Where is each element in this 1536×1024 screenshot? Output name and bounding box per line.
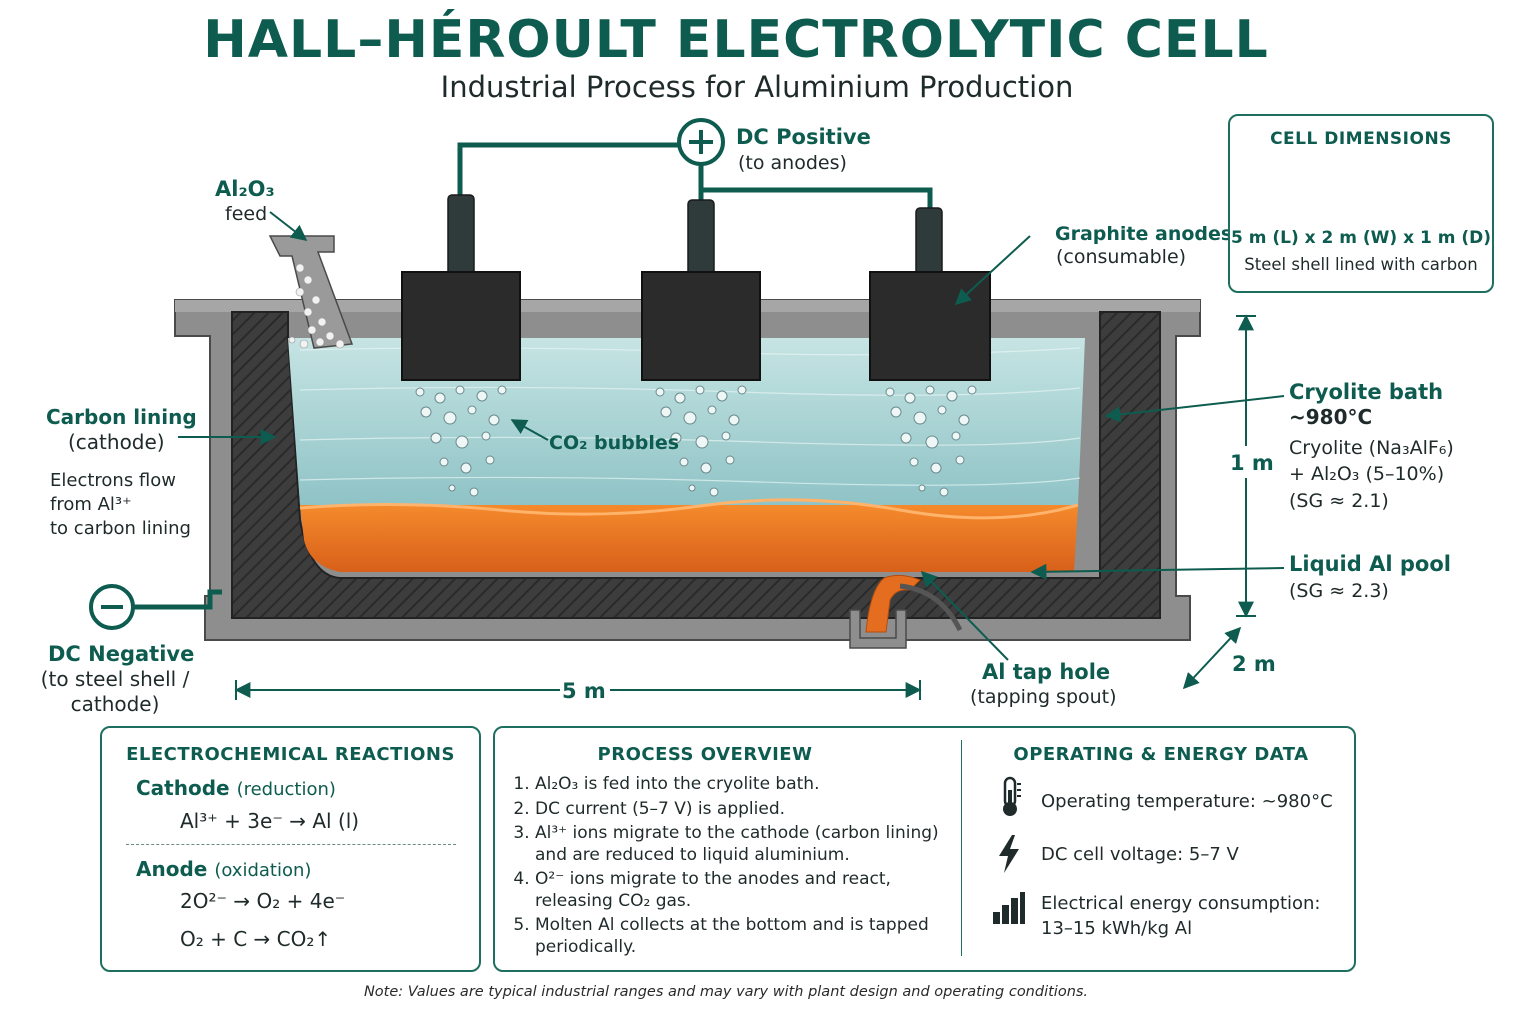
carbon-lining xyxy=(231,311,1161,619)
anode-heading: Anode (oxidation) xyxy=(136,857,311,881)
graphite-anodes-label: Graphite anodes xyxy=(1055,223,1233,245)
panel-divider xyxy=(961,740,962,956)
graphite-anodes-sublabel: (consumable) xyxy=(1056,246,1187,268)
cryolite-sg-label: (SG ≈ 2.1) xyxy=(1289,490,1389,512)
reactions-heading: ELECTROCHEMICAL REACTIONS xyxy=(126,744,455,765)
cathode-note: (reduction) xyxy=(236,779,336,800)
dc-positive-label: DC Positive xyxy=(736,125,871,149)
co2-bubbles xyxy=(415,385,977,497)
process-operating-panel: PROCESS OVERVIEW Al₂O₃ is fed into the c… xyxy=(493,726,1356,972)
tap-hole xyxy=(849,574,963,649)
cathode-title: Cathode xyxy=(136,776,230,800)
operating-temperature: Operating temperature: ~980°C xyxy=(1041,791,1333,812)
cell-dimensions-panel: CELL DIMENSIONS 5 m (L) x 2 m (W) x 1 m … xyxy=(1228,114,1494,293)
dimension-height-label: 1 m xyxy=(1230,451,1274,475)
liquid-al-sg-label: (SG ≈ 2.3) xyxy=(1289,580,1389,602)
process-steps: Al₂O₃ is fed into the cryolite bath. DC … xyxy=(509,774,955,961)
anode-equation-2: O₂ + C → CO₂↑ xyxy=(180,927,332,951)
reactions-divider xyxy=(126,844,456,845)
tap-hole-sublabel: (tapping spout) xyxy=(970,686,1117,708)
cathode-equation: Al³⁺ + 3e⁻ → Al (l) xyxy=(180,809,360,833)
carbon-lining-label: Carbon lining xyxy=(46,405,197,429)
operating-heading: OPERATING & ENERGY DATA xyxy=(1013,744,1309,765)
dimension-lines xyxy=(234,314,1256,700)
energy-consumption-1: Electrical energy consumption: xyxy=(1041,893,1321,914)
liquid-aluminium-pool xyxy=(300,505,1078,572)
anode-rods xyxy=(447,194,943,281)
liquid-al-label: Liquid Al pool xyxy=(1289,552,1451,576)
dc-positive-sublabel: (to anodes) xyxy=(738,152,847,174)
dc-negative-label: DC Negative xyxy=(48,642,195,666)
co2-bubbles-label: CO₂ bubbles xyxy=(549,432,680,454)
cell-dimensions-shell: Steel shell lined with carbon xyxy=(1244,255,1478,274)
dc-negative-sublabel-1: (to steel shell / xyxy=(40,667,190,691)
cryolite-composition-1: Cryolite (Na₃AlF₆) xyxy=(1289,437,1454,459)
minus-icon xyxy=(89,584,222,630)
footnote: Note: Values are typical industrial rang… xyxy=(363,984,1089,1000)
cryolite-temp-label: ~980°C xyxy=(1289,405,1373,429)
cell-dimensions-heading: CELL DIMENSIONS xyxy=(1270,129,1452,149)
dc-positive-wiring xyxy=(457,142,933,212)
process-step: Al³⁺ ions migrate to the cathode (carbon… xyxy=(535,823,955,866)
operating-voltage: DC cell voltage: 5–7 V xyxy=(1041,844,1239,865)
process-step: DC current (5–7 V) is applied. xyxy=(535,799,955,821)
page-subtitle: Industrial Process for Aluminium Product… xyxy=(440,70,1074,104)
feed-formula-label: Al₂O₃ xyxy=(215,177,275,201)
page-title: HALL–HÉROULT ELECTROLYTIC CELL xyxy=(203,10,1269,70)
process-step: Al₂O₃ is fed into the cryolite bath. xyxy=(535,774,955,796)
process-step: O²⁻ ions migrate to the anodes and react… xyxy=(535,869,955,912)
cell-dimensions-size: 5 m (L) x 2 m (W) x 1 m (D) xyxy=(1230,228,1492,248)
feed-label: feed xyxy=(225,203,268,225)
anode-title: Anode xyxy=(136,857,208,881)
dimension-width-label: 2 m xyxy=(1232,652,1276,676)
reactions-panel: ELECTROCHEMICAL REACTIONS Cathode (reduc… xyxy=(100,726,481,972)
alumina-feed-hopper xyxy=(268,235,354,349)
electrons-note-line2: from Al³⁺ xyxy=(50,494,132,515)
bar-chart-icon xyxy=(993,892,1025,924)
leader-arrows xyxy=(178,211,1285,661)
cryolite-composition-2: + Al₂O₃ (5–10%) xyxy=(1289,463,1445,485)
thermometer-icon xyxy=(1003,776,1021,816)
cathode-heading: Cathode (reduction) xyxy=(136,776,336,800)
dimension-length-label: 5 m xyxy=(562,679,606,703)
lightning-icon xyxy=(999,835,1019,873)
dc-negative-sublabel-2: cathode) xyxy=(70,692,160,716)
energy-consumption-2: 13–15 kWh/kg Al xyxy=(1041,918,1193,939)
electrons-note-line1: Electrons flow xyxy=(50,470,176,491)
tap-hole-label: Al tap hole xyxy=(982,660,1111,684)
anode-note: (oxidation) xyxy=(214,860,312,881)
graphite-anodes xyxy=(401,271,991,381)
anode-equation-1: 2O²⁻ → O₂ + 4e⁻ xyxy=(180,889,346,913)
cryolite-bath-label: Cryolite bath xyxy=(1289,380,1444,404)
electrons-note-line3: to carbon lining xyxy=(50,518,191,539)
plus-icon xyxy=(677,118,725,166)
process-heading: PROCESS OVERVIEW xyxy=(597,744,813,765)
carbon-lining-sublabel: (cathode) xyxy=(68,430,165,454)
process-step: Molten Al collects at the bottom and is … xyxy=(535,915,955,958)
